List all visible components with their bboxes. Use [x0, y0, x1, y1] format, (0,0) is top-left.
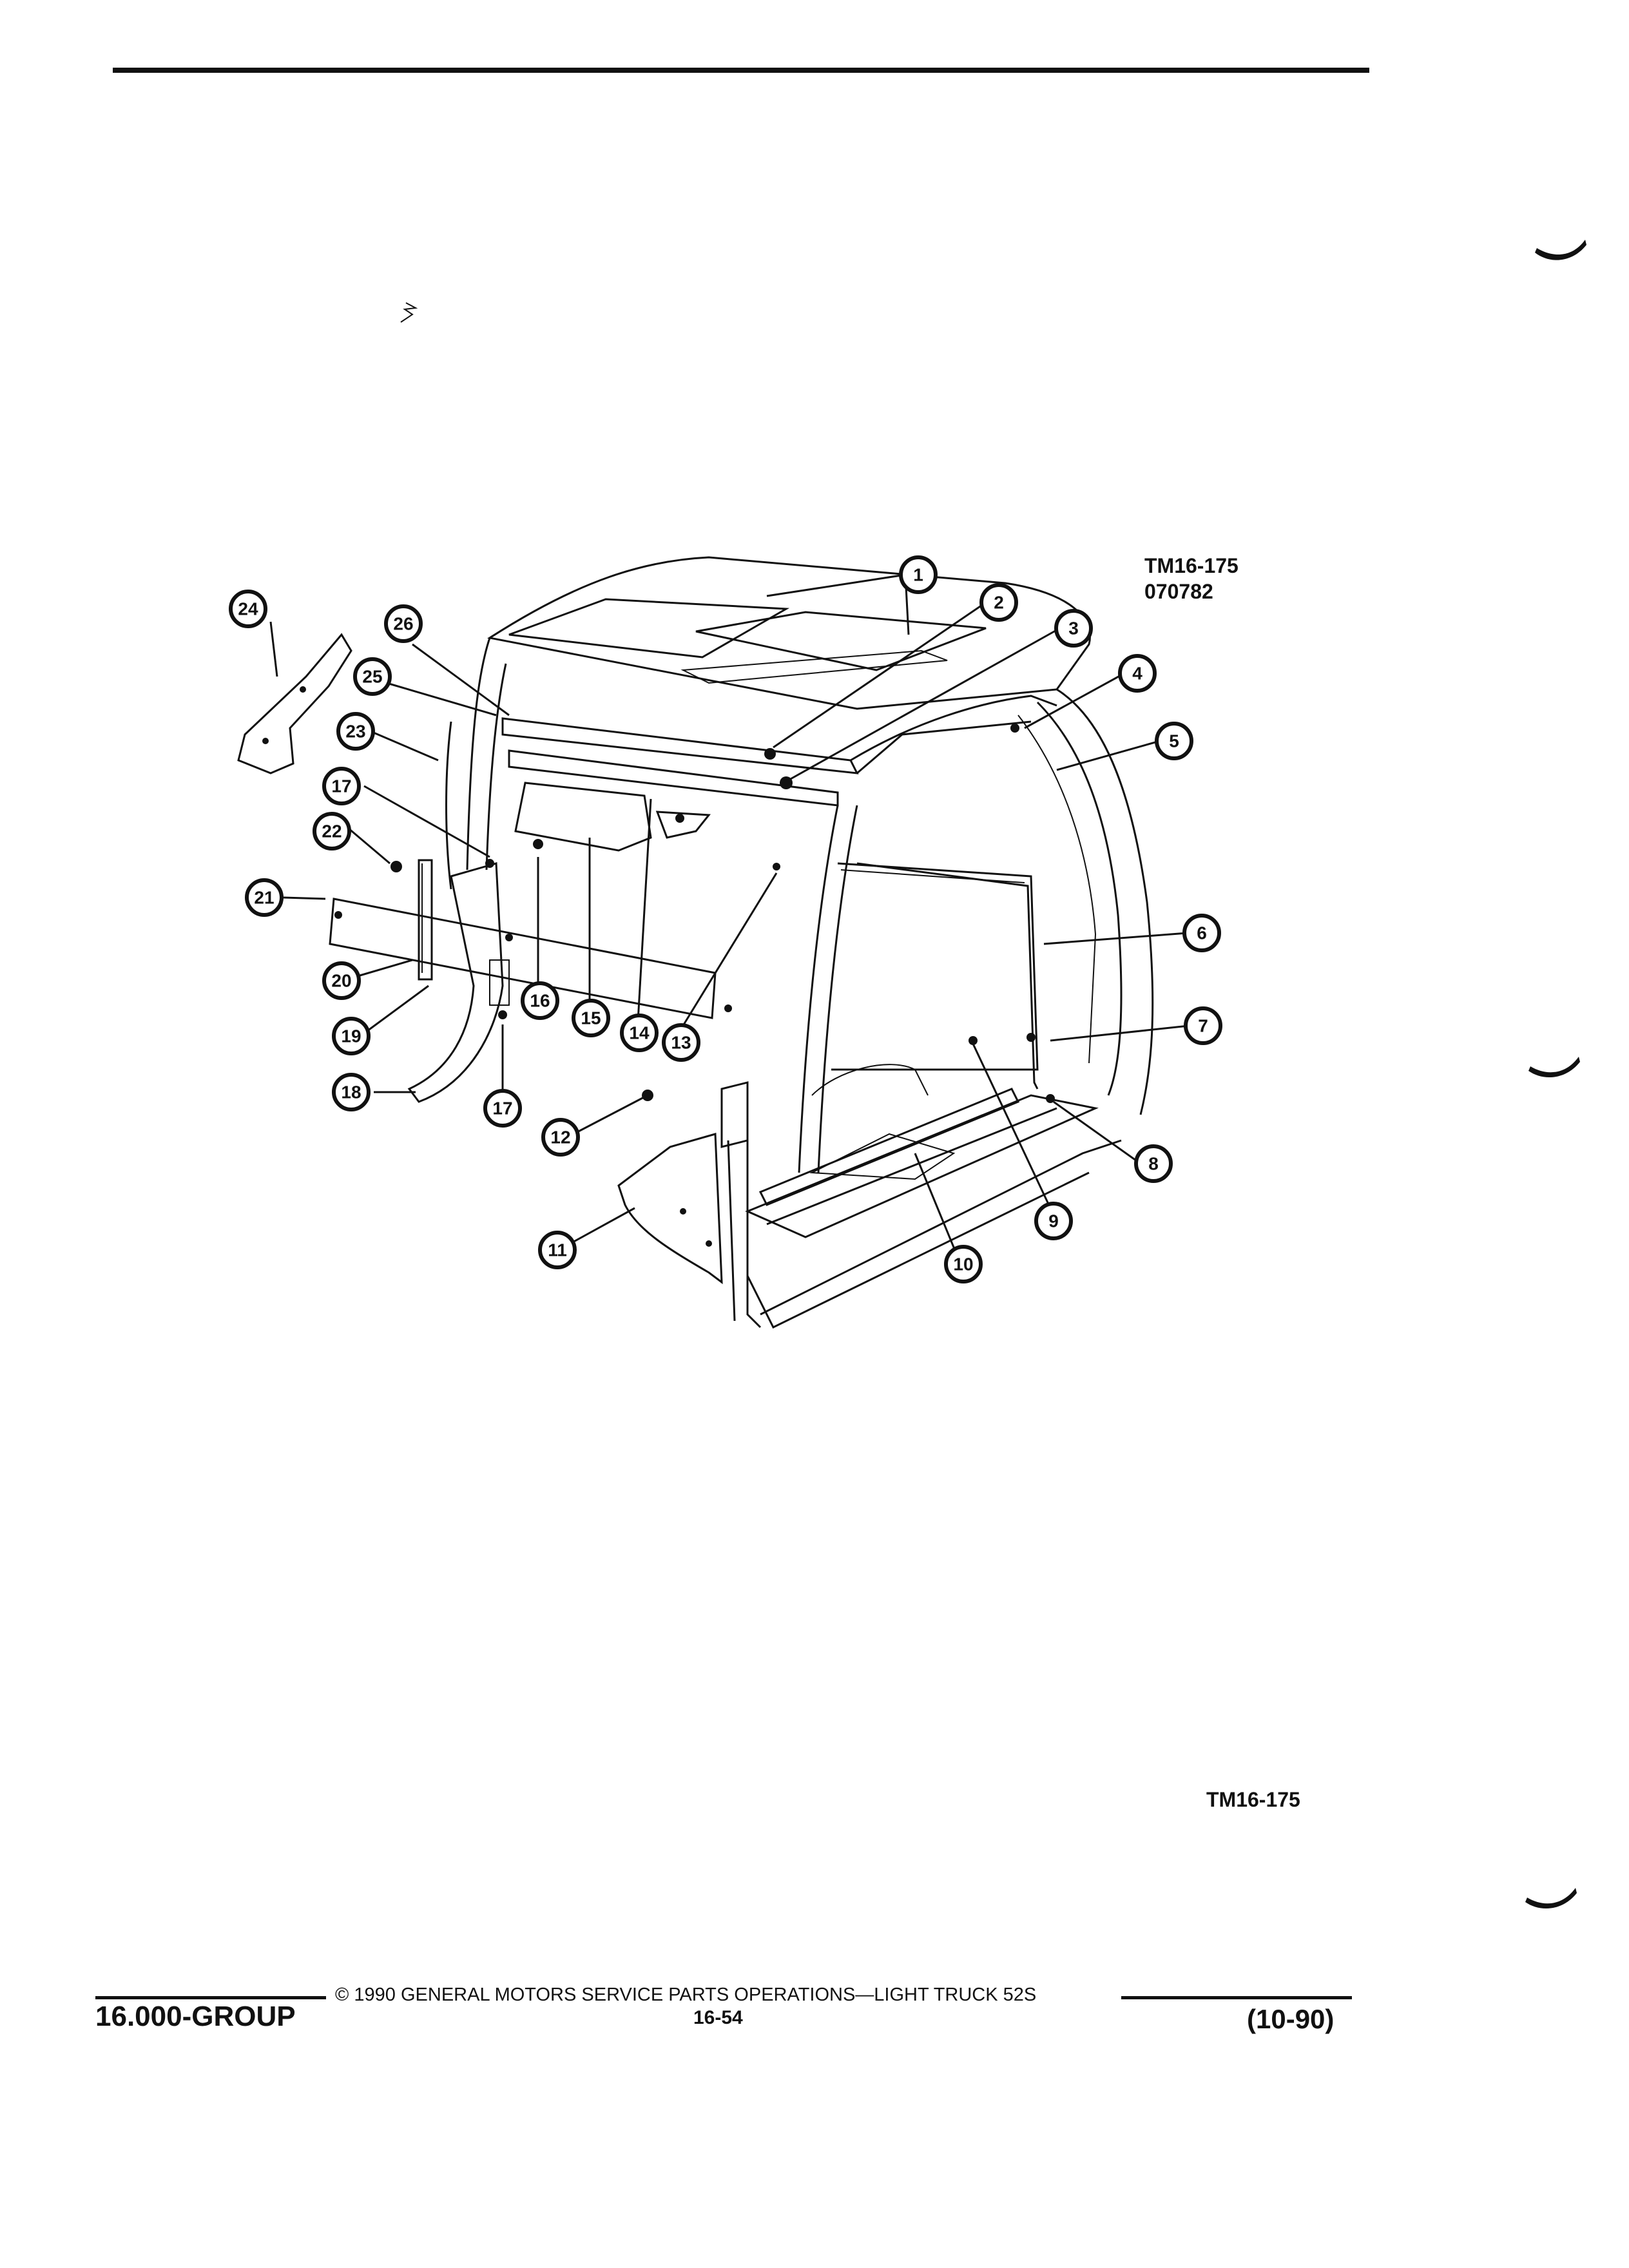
callout-11: 11	[538, 1231, 577, 1269]
svg-text:2: 2	[994, 593, 1004, 613]
footer-group: 16.000-GROUP	[95, 2001, 296, 2032]
svg-text:17: 17	[492, 1099, 512, 1119]
callout-9: 9	[1034, 1202, 1073, 1240]
svg-text:4: 4	[1132, 664, 1142, 684]
svg-text:20: 20	[331, 971, 351, 991]
svg-text:3: 3	[1068, 619, 1079, 639]
svg-text:21: 21	[254, 888, 274, 908]
callout-18: 18	[332, 1073, 371, 1111]
callout-3: 3	[1054, 609, 1093, 648]
callout-13: 13	[662, 1023, 700, 1062]
callout-5: 5	[1155, 722, 1193, 760]
part-15-sunshade	[514, 782, 711, 852]
edge-mark-top	[1535, 240, 1586, 260]
part-20-pillar-panel	[418, 859, 433, 981]
callout-7: 7	[1184, 1006, 1222, 1045]
svg-text:23: 23	[345, 722, 365, 742]
callout-6: 6	[1182, 914, 1221, 952]
part-6-rear-panel-trim	[856, 862, 1039, 1090]
svg-text:18: 18	[341, 1082, 361, 1102]
svg-text:10: 10	[953, 1254, 973, 1274]
footer-copyright: © 1990 GENERAL MOTORS SERVICE PARTS OPER…	[335, 1984, 1037, 2005]
svg-text:1: 1	[913, 565, 923, 585]
svg-text:15: 15	[581, 1008, 601, 1028]
callout-24: 24	[229, 590, 267, 628]
callout-2: 2	[979, 583, 1018, 622]
footer-revision: (10-90)	[1247, 2004, 1335, 2034]
svg-text:14: 14	[629, 1023, 650, 1043]
footer-page-number: 16-54	[693, 2007, 743, 2028]
callout-10: 10	[944, 1245, 983, 1283]
svg-text:17: 17	[331, 776, 351, 796]
callout-23: 23	[336, 712, 375, 751]
svg-text:22: 22	[322, 822, 342, 841]
callout-16: 16	[521, 981, 559, 1020]
svg-text:5: 5	[1169, 731, 1179, 751]
edge-mark-bottom	[1525, 1888, 1577, 1909]
figure-bottom-code: TM16-175	[1206, 1788, 1300, 1811]
svg-text:16: 16	[530, 991, 550, 1011]
part-11-kick-panel	[617, 1081, 749, 1285]
callout-8: 8	[1134, 1144, 1173, 1183]
part-10-sill-plate	[758, 1088, 1020, 1206]
callout-1: 1	[899, 555, 938, 594]
callout-14: 14	[620, 1014, 659, 1052]
svg-text:9: 9	[1048, 1211, 1059, 1231]
header-rule	[113, 68, 1369, 73]
callout-25: 25	[353, 657, 392, 696]
figure-date-code: 070782	[1144, 580, 1213, 603]
callout-20: 20	[322, 961, 361, 1000]
part-24-pillar-trim	[237, 633, 352, 774]
scan-mark	[400, 302, 418, 323]
leader-lines	[269, 573, 1190, 1264]
callout-15: 15	[572, 999, 610, 1037]
callout-4: 4	[1118, 654, 1157, 693]
footer-rule-right	[1121, 1996, 1352, 1999]
svg-text:12: 12	[550, 1128, 570, 1148]
callout-22: 22	[313, 812, 351, 850]
callout-19: 19	[332, 1017, 371, 1055]
callout-12: 12	[541, 1118, 580, 1157]
callout-21: 21	[245, 878, 284, 917]
svg-text:25: 25	[362, 667, 382, 687]
svg-text:7: 7	[1198, 1016, 1208, 1036]
fasteners	[390, 724, 1055, 1103]
svg-text:24: 24	[238, 599, 258, 619]
callout-17-upper: 17	[322, 767, 361, 805]
part-18-lower-trim	[407, 862, 510, 1103]
svg-text:6: 6	[1197, 923, 1207, 943]
svg-text:19: 19	[341, 1026, 361, 1046]
svg-text:8: 8	[1148, 1154, 1159, 1174]
svg-text:26: 26	[393, 614, 413, 634]
edge-mark-middle	[1528, 1057, 1580, 1078]
svg-text:11: 11	[548, 1240, 567, 1260]
callout-26: 26	[384, 604, 423, 643]
footer-rule-left	[95, 1996, 326, 1999]
part-21-dash-trim-bar	[329, 898, 732, 1019]
figure-code: TM16-175	[1144, 554, 1239, 577]
cab-body-outline	[445, 556, 1154, 1329]
svg-text:13: 13	[671, 1033, 691, 1053]
callout-17-lower: 17	[483, 1089, 522, 1128]
